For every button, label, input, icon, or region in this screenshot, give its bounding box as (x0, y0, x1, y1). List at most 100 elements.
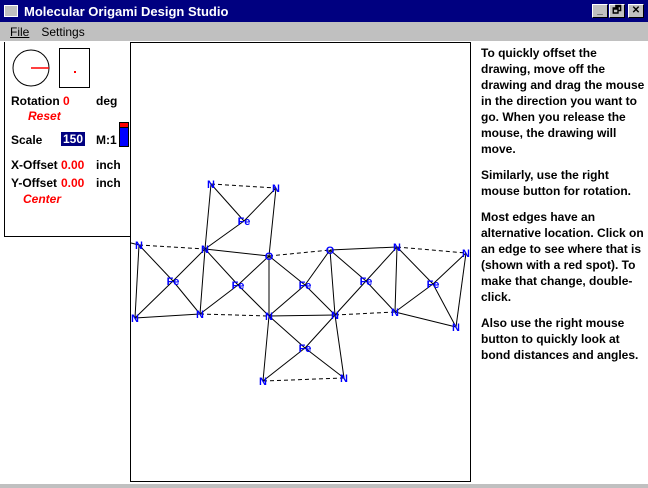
bond[interactable] (210, 183, 245, 222)
rotation-value[interactable]: 0 (63, 94, 70, 108)
scale-label: Scale (11, 133, 43, 147)
bond[interactable] (268, 314, 336, 317)
menu-settings[interactable]: Settings (41, 24, 85, 39)
bond[interactable] (329, 249, 367, 282)
bond[interactable] (365, 280, 396, 313)
bond[interactable] (329, 249, 336, 316)
bond[interactable] (262, 315, 270, 382)
bond[interactable] (237, 255, 270, 286)
scale-input[interactable]: 150 (61, 132, 86, 146)
bond[interactable] (134, 313, 201, 319)
bond[interactable] (134, 280, 174, 319)
bond[interactable] (365, 246, 398, 282)
reset-button[interactable]: Reset (28, 109, 61, 123)
bond[interactable] (268, 187, 277, 257)
minimize-button[interactable]: _ (592, 4, 608, 18)
alternative-bond[interactable] (138, 244, 206, 250)
atom-n[interactable]: N (201, 244, 209, 256)
bond[interactable] (237, 284, 270, 317)
bond[interactable] (172, 248, 206, 282)
bond[interactable] (134, 244, 140, 319)
bond[interactable] (204, 248, 270, 257)
atom-fe[interactable]: Fe (299, 280, 312, 292)
rotation-dial[interactable] (12, 49, 52, 89)
atom-o[interactable]: O (326, 245, 335, 257)
atom-n[interactable]: N (131, 313, 139, 325)
bond[interactable] (243, 187, 277, 222)
bond[interactable] (199, 248, 206, 315)
atom-n[interactable]: N (265, 311, 273, 323)
bond[interactable] (394, 246, 398, 313)
yoffset-value[interactable]: 0.00 (61, 176, 85, 190)
bond[interactable] (204, 220, 245, 250)
atom-fe[interactable]: Fe (232, 280, 245, 292)
atom-n[interactable]: N (393, 242, 401, 254)
atom-n[interactable]: N (135, 240, 143, 252)
alternative-bond[interactable] (262, 377, 345, 382)
bond[interactable] (455, 252, 467, 328)
bond[interactable] (268, 284, 306, 317)
bond[interactable] (432, 252, 467, 285)
atom-n[interactable]: N (462, 248, 470, 260)
alternative-bond[interactable] (396, 246, 467, 254)
bond[interactable] (304, 249, 331, 286)
bond[interactable] (394, 283, 434, 313)
alternative-bond[interactable] (268, 249, 331, 257)
center-button[interactable]: Center (23, 192, 62, 206)
atom-fe[interactable]: Fe (238, 216, 251, 228)
help-paragraph: To quickly offset the drawing, move off … (481, 46, 645, 156)
atom-n[interactable]: N (452, 322, 460, 334)
alternative-bond[interactable] (199, 313, 270, 317)
xoffset-value[interactable]: 0.00 (61, 158, 85, 172)
bond[interactable] (204, 248, 239, 286)
bond[interactable] (262, 347, 306, 382)
bond[interactable] (130, 242, 140, 246)
restore-button[interactable]: 🗗 (609, 4, 625, 18)
bond[interactable] (268, 255, 306, 286)
status-strip (0, 484, 648, 488)
bond[interactable] (304, 314, 336, 349)
atom-n[interactable]: N (259, 376, 267, 388)
bond[interactable] (334, 314, 345, 379)
bond[interactable] (329, 246, 398, 251)
help-text: To quickly offset the drawing, move off … (481, 45, 646, 373)
atom-fe[interactable]: Fe (427, 279, 440, 291)
menu-file[interactable]: File (10, 24, 30, 39)
alternative-bond[interactable] (210, 183, 277, 189)
atom-n[interactable]: N (272, 183, 280, 195)
scale-slider[interactable] (119, 122, 129, 147)
atom-n[interactable]: N (340, 373, 348, 385)
bond[interactable] (204, 183, 212, 250)
atom-fe[interactable]: Fe (167, 276, 180, 288)
xoffset-label: X-Offset (11, 158, 58, 172)
title-bar: Molecular Origami Design Studio _ 🗗 ✕ (0, 0, 648, 22)
alternative-bond[interactable] (334, 311, 396, 316)
menu-bar: File Settings (0, 22, 648, 41)
scale-mode: M:1 (96, 133, 117, 147)
bond[interactable] (432, 283, 457, 328)
bond[interactable] (138, 244, 174, 282)
rotation-label: Rotation (11, 94, 60, 108)
app-icon (4, 5, 18, 17)
bond[interactable] (199, 284, 239, 315)
bond[interactable] (172, 280, 201, 315)
bond[interactable] (334, 280, 367, 316)
offset-preview[interactable] (59, 48, 91, 89)
bond[interactable] (304, 284, 336, 316)
atom-n[interactable]: N (331, 310, 339, 322)
bond[interactable] (268, 315, 306, 349)
help-paragraph: Similarly, use the right mouse button fo… (481, 168, 631, 198)
bond[interactable] (396, 246, 434, 285)
bond[interactable] (394, 311, 457, 328)
atom-n[interactable]: N (207, 179, 215, 191)
atom-o[interactable]: O (265, 251, 274, 263)
bond[interactable] (304, 347, 345, 379)
help-paragraph: Also use the right mouse button to quick… (481, 316, 639, 362)
close-button[interactable]: ✕ (628, 4, 644, 18)
atom-n[interactable]: N (391, 307, 399, 319)
atom-n[interactable]: N (196, 309, 204, 321)
atom-fe[interactable]: Fe (360, 276, 373, 288)
atom-fe[interactable]: Fe (299, 343, 312, 355)
